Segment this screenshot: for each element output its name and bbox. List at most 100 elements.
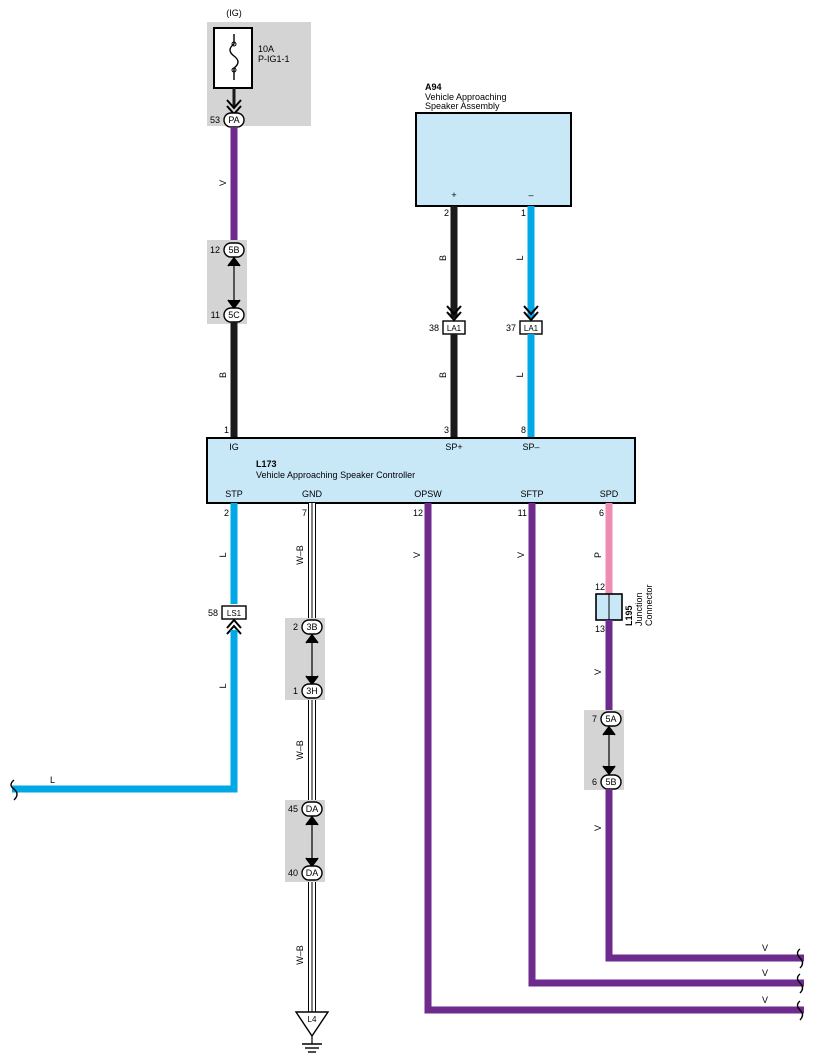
connector-pa-pin: 53 — [210, 115, 220, 125]
wire-label-l-stp-upper: L — [218, 552, 228, 557]
connector-ls1-arrow-icon — [226, 618, 242, 629]
speaker-plus: + — [451, 190, 456, 200]
connector-arrow2-la1-l-icon — [523, 311, 539, 322]
speaker-pin-minus: 1 — [521, 208, 526, 218]
speaker-box — [415, 112, 572, 207]
controller-term-ig: IG — [229, 442, 239, 452]
arrow-up-gnd-icon — [305, 633, 319, 644]
controller-pin-sftp: 11 — [518, 508, 527, 518]
wire-label-v-opsw: V — [412, 552, 422, 558]
connector-arrow-la1-b-icon — [446, 305, 462, 316]
controller-pin-opsw: 12 — [413, 508, 423, 518]
controller-pin-stp: 2 — [224, 508, 229, 518]
speaker-name-2: Speaker Assembly — [425, 101, 500, 111]
connector-la1-b-pin: 38 — [429, 323, 439, 333]
connector-la1-b-code: LA1 — [447, 324, 462, 333]
connector-5b-spd-code: 5B — [605, 777, 616, 787]
fuse-arrow-icon — [226, 99, 242, 110]
gnd-circuit: W–B 3B 2 3H 1 W–B DA 45 DA 40 W–B L4 — [285, 503, 330, 1053]
controller: IG SP+ SP– L173 Vehicle Approaching Spea… — [206, 437, 636, 518]
fuse-element-icon — [229, 34, 239, 80]
ground-code: L4 — [308, 1015, 317, 1024]
controller-code: L173 — [256, 459, 277, 469]
wire-label-v-spd-upper: V — [593, 669, 603, 675]
connector-5b-code: 5B — [228, 245, 239, 255]
connector-da-lower — [301, 865, 323, 881]
controller-term-spd: SPD — [600, 489, 619, 499]
connector-5c-pin: 11 — [211, 310, 220, 320]
speaker-code: A94 — [425, 82, 442, 92]
wire-label-wb-3: W–B — [295, 945, 305, 965]
junction-code: L195 — [624, 605, 634, 626]
wire-break-spd-icon — [796, 948, 804, 969]
connector-5c-code: 5C — [228, 310, 240, 320]
connector-5a — [600, 711, 622, 727]
sftp-circuit: V V — [516, 503, 804, 994]
connector-da-upper-pin: 45 — [288, 804, 298, 814]
junction-name-2: Connector — [644, 584, 654, 626]
arrow-down-spd-icon — [602, 765, 616, 776]
connector-la1-l-pin: 37 — [506, 323, 516, 333]
wire-label-v-ig: V — [218, 180, 228, 186]
connector-3b-pin: 2 — [293, 622, 298, 632]
wire-break-sftp-icon — [796, 973, 804, 994]
arrow-up-spd-icon — [602, 725, 616, 736]
controller-pin-sp-plus: 3 — [444, 425, 449, 435]
connector-ls1-arrow2-icon — [226, 624, 242, 635]
junction-pin-out: 13 — [595, 624, 605, 634]
connector-3b-code: 3B — [306, 622, 317, 632]
connector-la1-l-code: LA1 — [524, 324, 539, 333]
wire-v-opsw — [424, 503, 804, 1014]
arrow-up-da-icon — [305, 815, 319, 826]
stp-circuit: L LS1 58 L L — [10, 503, 247, 801]
fuse-terminal-bottom — [231, 67, 237, 73]
speaker-name-1: Vehicle Approaching — [425, 92, 507, 102]
wire-label-l-sp-upper: L — [515, 255, 525, 260]
controller-term-opsw: OPSW — [414, 489, 442, 499]
junction-pin-in: 12 — [595, 582, 605, 592]
ground-point-icon — [294, 1011, 330, 1038]
connector-da-lower-pin: 40 — [288, 868, 298, 878]
connector-5a-code: 5A — [605, 714, 616, 724]
controller-pin-gnd: 7 — [302, 508, 307, 518]
arrow-up-icon — [227, 256, 241, 267]
fuse-block: (IG) 10A P-IG1-1 PA 53 — [207, 8, 311, 128]
connector-da-lower-code: DA — [306, 868, 319, 878]
wire-label-wb-1: W–B — [295, 545, 305, 565]
controller-term-sftp: SFTP — [520, 489, 543, 499]
connector-pa-code: PA — [228, 115, 239, 125]
connector-3h — [301, 683, 323, 699]
connector-ls1-code: LS1 — [227, 609, 242, 618]
wire-label-b-sp-upper: B — [438, 255, 448, 261]
controller-name: Vehicle Approaching Speaker Controller — [256, 470, 415, 480]
wire-label-b-sp-lower: B — [438, 372, 448, 378]
controller-term-sp-plus: SP+ — [445, 442, 462, 452]
opsw-circuit: V V — [412, 503, 804, 1021]
fuse-name-label: P-IG1-1 — [258, 54, 290, 64]
controller-term-stp: STP — [225, 489, 243, 499]
controller-box — [206, 437, 636, 504]
wire-label-v-opsw-right: V — [762, 995, 768, 1005]
wire-label-l-stp-left: L — [50, 775, 55, 785]
wire-break-opsw-icon — [796, 1000, 804, 1021]
spd-circuit: P 12 L195 Junction Connector 13 V 5A 7 5… — [584, 503, 804, 969]
speaker-pin-plus: 2 — [444, 208, 449, 218]
connector-arrow-la1-l-icon — [523, 305, 539, 316]
fuse-box — [213, 27, 253, 89]
wire-v-sftp — [528, 503, 804, 987]
speaker-minus: – — [528, 190, 533, 200]
wire-label-v-spd-lower: V — [593, 825, 603, 831]
fuse-rating-label: 10A — [258, 44, 274, 54]
controller-pin-ig: 1 — [224, 425, 229, 435]
wire-label-v-sftp-right: V — [762, 968, 768, 978]
sp-minus-circuit: L LA1 37 L 8 — [506, 206, 543, 438]
connector-ls1-pin: 58 — [208, 608, 218, 618]
junction-name-1: Junction — [634, 592, 644, 626]
controller-term-gnd: GND — [302, 489, 323, 499]
fuse-terminal-top — [231, 41, 237, 47]
connector-arrow2-la1-b-icon — [446, 311, 462, 322]
speaker-assembly: A94 Vehicle Approaching Speaker Assembly… — [415, 82, 572, 218]
wire-label-v-sftp: V — [516, 552, 526, 558]
connector-5b-spd-pin: 6 — [592, 777, 597, 787]
